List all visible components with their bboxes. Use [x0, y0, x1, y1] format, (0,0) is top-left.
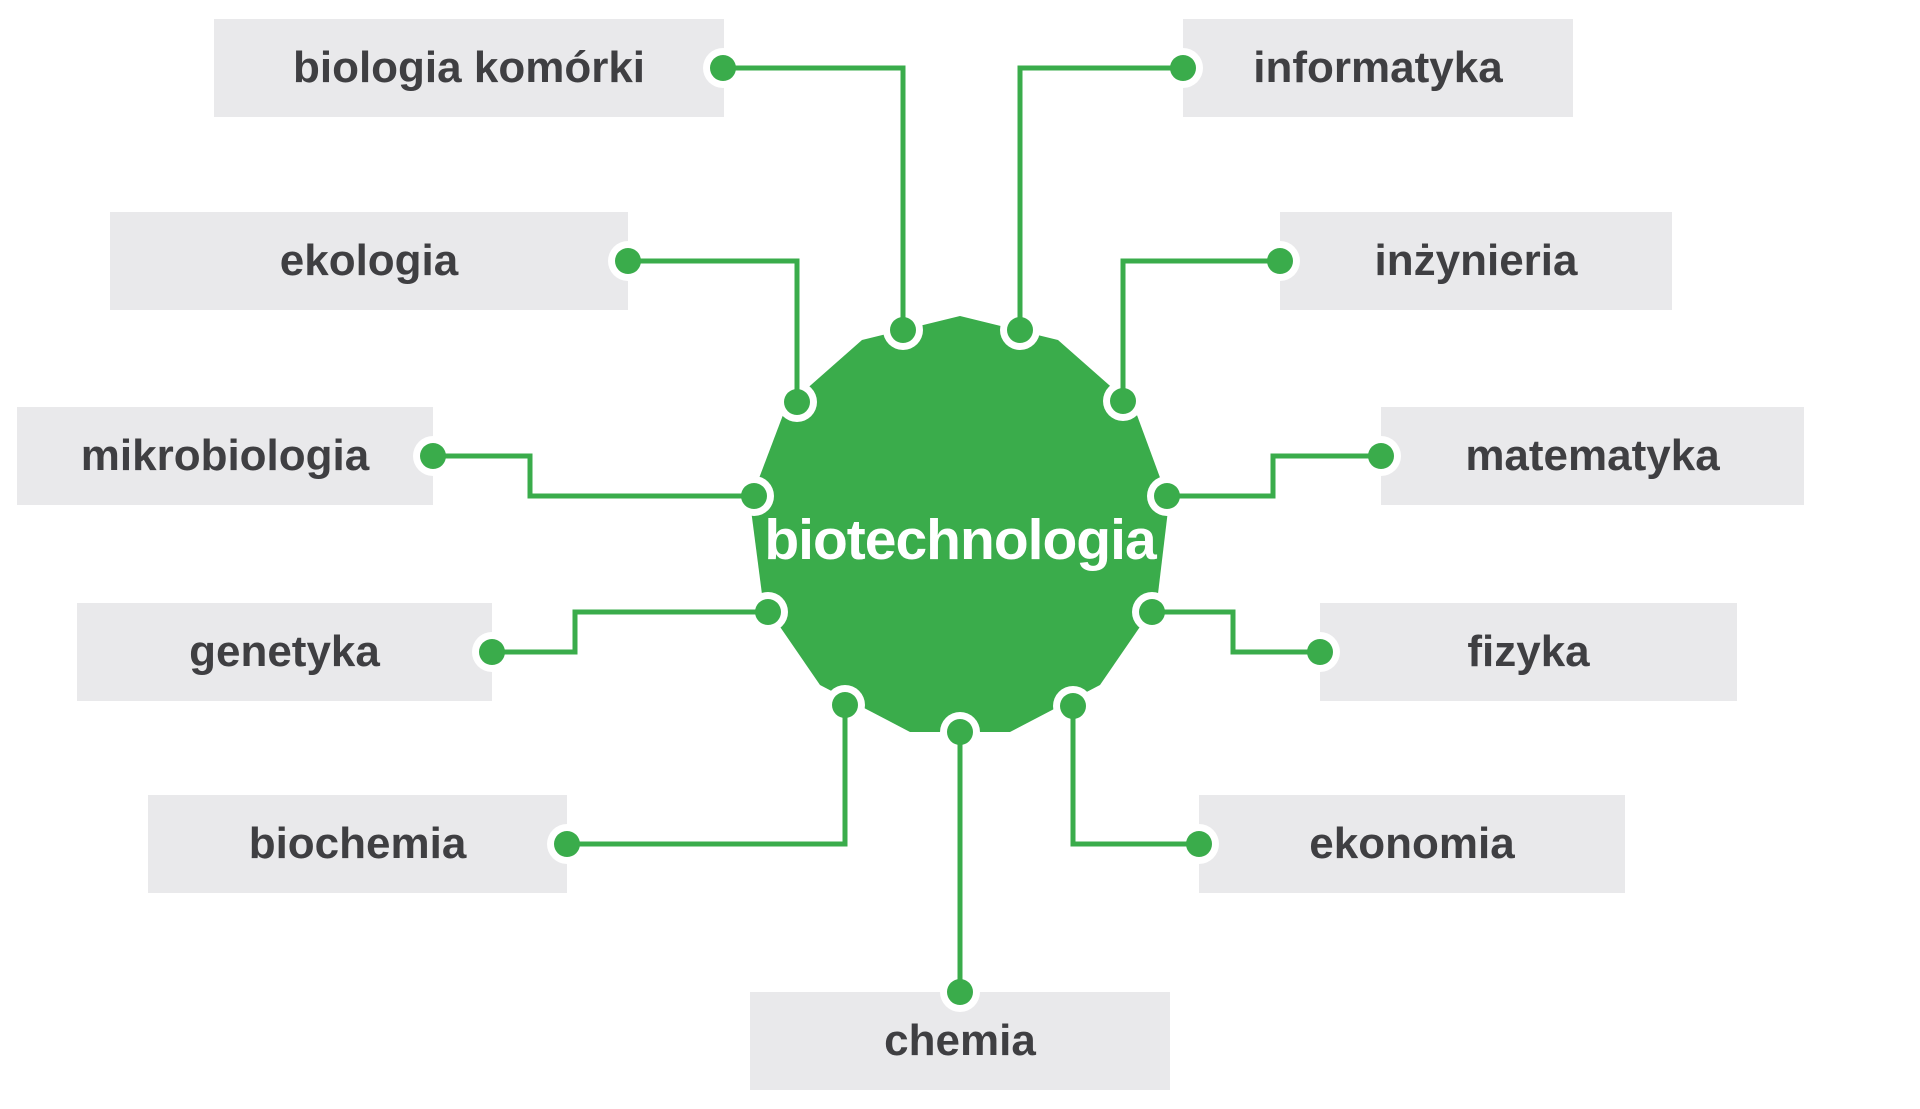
connector-dot	[1267, 248, 1293, 274]
connector-dot	[710, 55, 736, 81]
connector-dot	[1186, 831, 1212, 857]
connector-line	[1120, 258, 1280, 401]
node-dot	[1110, 388, 1136, 414]
connector-inzynieria	[1103, 241, 1300, 421]
label-box-biologia-komorki	[214, 19, 724, 117]
label-box-fizyka	[1320, 603, 1737, 701]
label-box-informatyka	[1183, 19, 1573, 117]
connector-line	[1017, 65, 1183, 330]
connector-biologia-komorki	[703, 48, 923, 350]
label-box-ekonomia	[1199, 795, 1625, 893]
connector-informatyka	[1000, 48, 1203, 350]
biotechnologia-polygon	[750, 316, 1169, 732]
node-dot	[1139, 599, 1165, 625]
connector-genetyka	[472, 592, 788, 672]
connector-ekonomia	[1053, 686, 1219, 864]
connector-line	[1070, 706, 1199, 847]
connector-dot	[1368, 443, 1394, 469]
node-dot	[1060, 693, 1086, 719]
node-dot	[947, 719, 973, 745]
connector-dot	[554, 831, 580, 857]
connector-ekologia	[608, 241, 817, 422]
connector-line	[567, 705, 848, 847]
connector-line	[1167, 453, 1381, 499]
label-box-inzynieria	[1280, 212, 1672, 310]
node-dot	[1154, 483, 1180, 509]
node-dot	[832, 692, 858, 718]
label-box-matematyka	[1381, 407, 1804, 505]
connector-biochemia	[547, 685, 865, 864]
node-dot	[890, 317, 916, 343]
connector-mikrobiologia	[413, 436, 774, 516]
label-box-mikrobiologia	[17, 407, 433, 505]
node-dot	[741, 483, 767, 509]
connector-matematyka	[1147, 436, 1401, 516]
connector-dot	[420, 443, 446, 469]
connector-line	[492, 609, 768, 655]
node-dot	[1007, 317, 1033, 343]
connector-dot	[1170, 55, 1196, 81]
connector-fizyka	[1132, 592, 1340, 672]
label-box-genetyka	[77, 603, 492, 701]
connector-dot	[1307, 639, 1333, 665]
connector-line	[723, 65, 906, 330]
connector-dot	[615, 248, 641, 274]
connector-line	[433, 453, 754, 499]
connector-dot	[947, 979, 973, 1005]
connector-line	[1152, 609, 1320, 655]
connector-line	[628, 258, 800, 402]
node-dot	[755, 599, 781, 625]
label-boxes	[17, 19, 1804, 1090]
connector-dot	[479, 639, 505, 665]
connector-chemia	[940, 712, 980, 1012]
label-box-ekologia	[110, 212, 628, 310]
label-box-biochemia	[148, 795, 567, 893]
node-dot	[784, 389, 810, 415]
